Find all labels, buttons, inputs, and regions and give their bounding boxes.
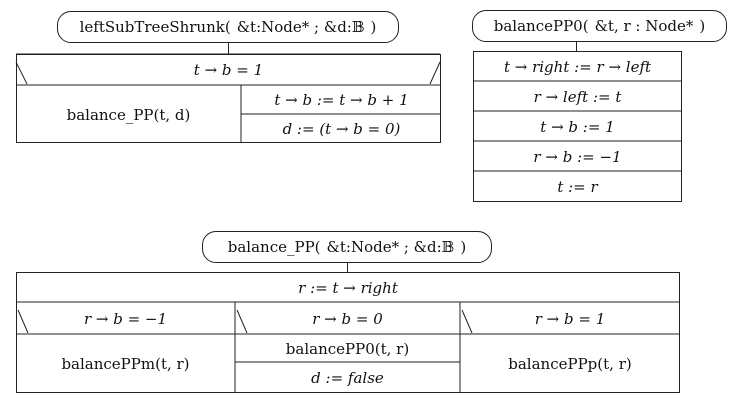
case-condition-zero: r → b = 0 xyxy=(312,309,383,328)
branch-condition: t → b = 1 xyxy=(193,60,264,79)
procedure-header-balance-pp0: balancePP0( &t, r : Node* ) xyxy=(472,10,727,42)
procedure-name: balancePP0( xyxy=(493,17,589,35)
no-branch-action-2: d := (t → b = 0) xyxy=(282,120,401,138)
yes-branch-action: balance_PP(t, d) xyxy=(66,105,191,124)
procedure-close: ) xyxy=(370,18,377,36)
procedure-close: ) xyxy=(699,17,706,35)
procedure-name: balance_PP( xyxy=(227,238,321,256)
statement-5: t := r xyxy=(557,177,598,196)
connector-line xyxy=(347,263,348,273)
sequence-frame xyxy=(473,51,682,202)
procedure-name: leftSubTreeShrunk( xyxy=(79,18,231,36)
case-action-balance-ppp: balancePPp(t, r) xyxy=(508,355,632,373)
case-condition-minus-one: r → b = −1 xyxy=(83,309,168,328)
procedure-header-left-subtree-shrunk: leftSubTreeShrunk( &t:Node* ; &d:𝔹 ) xyxy=(57,11,399,43)
case-action-balance-ppm: balancePPm(t, r) xyxy=(61,355,190,373)
procedure-header-balance-pp: balance_PP( &t:Node* ; &d:𝔹 ) xyxy=(202,231,492,263)
statement-4: r → b := −1 xyxy=(533,147,622,166)
statement-2: r → left := t xyxy=(533,87,622,106)
struktogram-frame xyxy=(16,272,680,393)
connector-line xyxy=(576,42,577,52)
struktogram-frame xyxy=(16,54,441,143)
case-action-balance-pp0: balancePP0(t, r) xyxy=(285,339,410,358)
no-branch-action-1: t → b := t → b + 1 xyxy=(274,91,409,109)
procedure-close: ) xyxy=(460,238,467,256)
statement-1: t → right := r → left xyxy=(503,57,652,76)
procedure-params: &t, r : Node* xyxy=(594,17,694,35)
procedure-params: &t:Node* ; &d:𝔹 xyxy=(326,238,455,256)
procedure-params: &t:Node* ; &d:𝔹 xyxy=(236,18,365,36)
case-action-d-false: d := false xyxy=(311,369,384,387)
connector-line xyxy=(228,43,229,55)
case-condition-one: r → b = 1 xyxy=(534,309,606,328)
assignment-statement: r := t → right xyxy=(298,278,398,297)
statement-3: t → b := 1 xyxy=(540,117,615,136)
